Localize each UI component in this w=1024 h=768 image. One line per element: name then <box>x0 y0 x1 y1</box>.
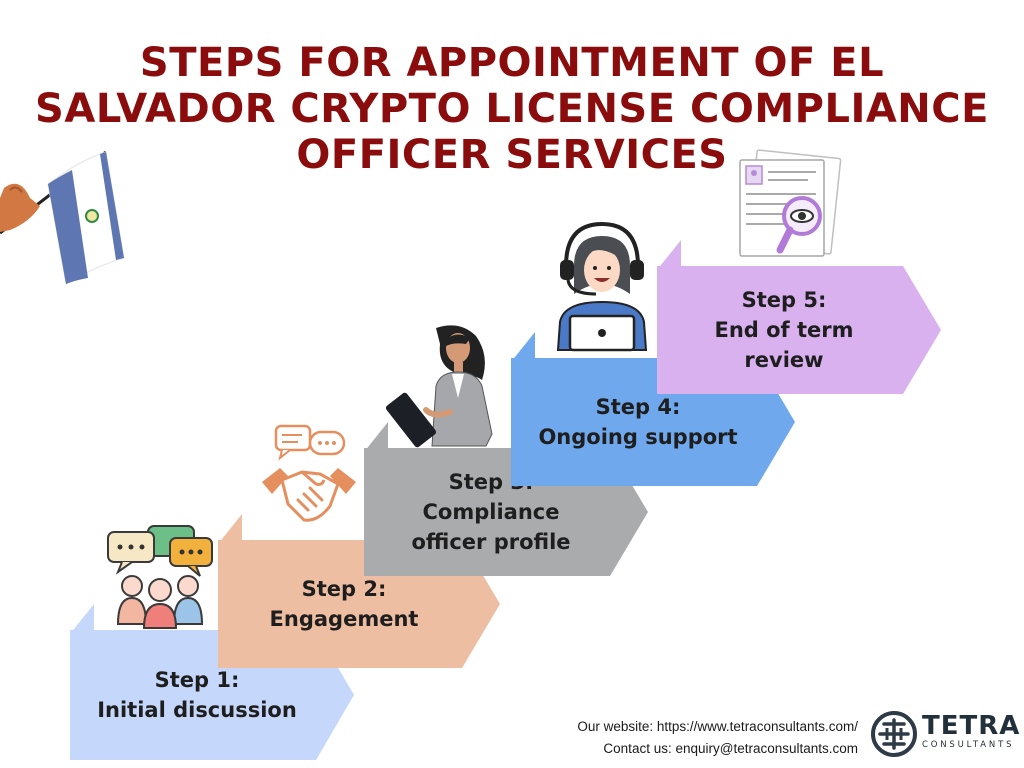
step-2-tab <box>218 514 242 544</box>
logo-tagline: CONSULTANTS <box>922 740 1015 750</box>
step-1-label: Step 1: <box>154 668 240 692</box>
businesswoman-tablet-icon <box>385 325 493 448</box>
step-5-text-1: End of term <box>714 318 854 342</box>
title-line-1: STEPS FOR APPOINTMENT OF EL <box>139 40 885 86</box>
step-3-text-2: officer profile <box>411 530 571 554</box>
contact-footer: Our website: https://www.tetraconsultant… <box>520 716 858 760</box>
step-2-text: Engagement <box>269 607 419 631</box>
discussion-people-icon <box>107 525 213 629</box>
step-4-label: Step 4: <box>595 395 681 419</box>
logo-name: TETRA <box>922 711 1021 741</box>
title-line-2: SALVADOR CRYPTO LICENSE COMPLIANCE <box>35 86 989 132</box>
handshake-icon <box>262 424 356 522</box>
step-2-label: Step 2: <box>301 577 387 601</box>
title-line-3: OFFICER SERVICES <box>296 132 728 178</box>
step-1-text: Initial discussion <box>97 698 297 722</box>
tetra-logo-icon <box>871 711 917 757</box>
step-5-label: Step 5: <box>741 288 827 312</box>
step-5-tab <box>657 240 681 270</box>
step-5-text-2: review <box>744 348 824 372</box>
tetra-logo: TETRA CONSULTANTS <box>922 712 1020 750</box>
support-agent-headset-icon <box>556 221 648 352</box>
website-text: Our website: https://www.tetraconsultant… <box>577 719 858 734</box>
step-4-tab <box>511 332 535 362</box>
step-3-tab <box>364 422 388 452</box>
step-4-text: Ongoing support <box>538 425 738 449</box>
document-review-icon <box>739 149 842 257</box>
el-salvador-flag-icon <box>0 150 125 285</box>
contact-email-text: Contact us: enquiry@tetraconsultants.com <box>603 741 858 756</box>
step-3-text-1: Compliance <box>422 500 560 524</box>
step-1-tab <box>70 604 94 634</box>
step-5-arrow: Step 5: End of term review <box>657 266 941 394</box>
page-title: STEPS FOR APPOINTMENT OF EL SALVADOR CRY… <box>0 40 1024 178</box>
